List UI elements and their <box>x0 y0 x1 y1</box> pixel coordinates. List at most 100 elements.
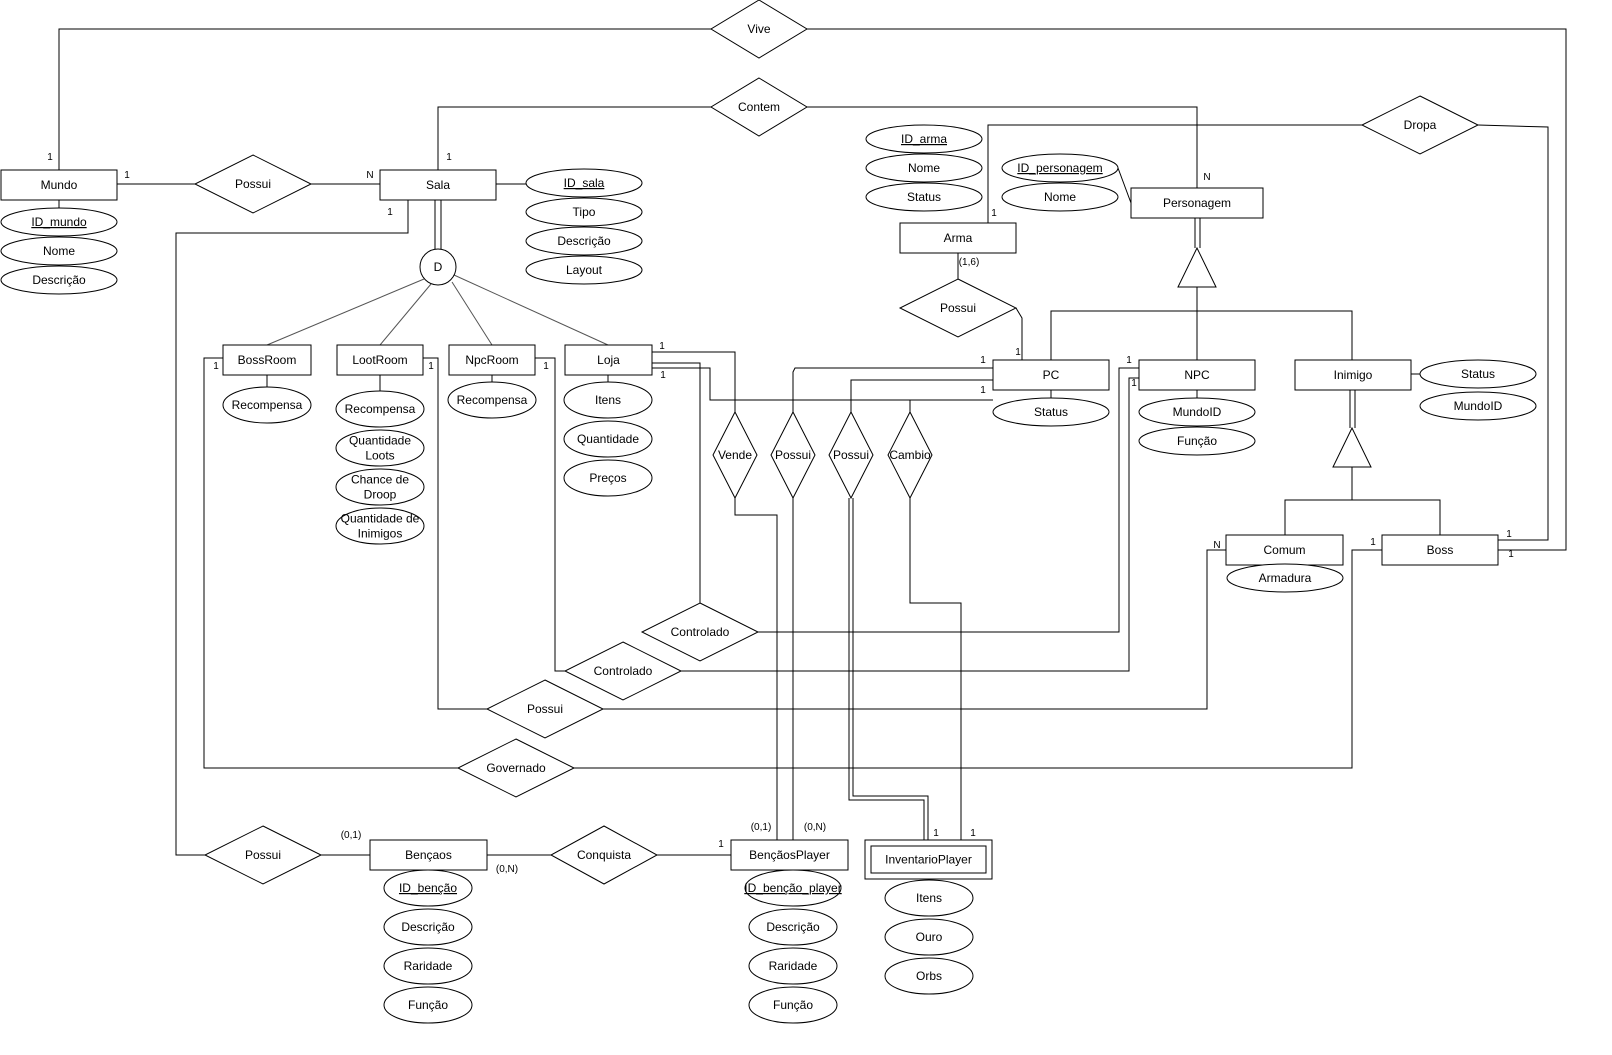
mundo-desc-attribute-label: Descrição <box>32 273 86 287</box>
bp-funcao-attribute-label: Função <box>773 998 813 1012</box>
sala-entity-box <box>379 169 497 201</box>
contem-relationship-label: Contem <box>738 100 780 114</box>
connector-line <box>792 367 993 412</box>
cardinality-label: 1 <box>446 152 452 163</box>
possui-mundo-sala-relationship-label: Possui <box>235 177 271 191</box>
arma-id-attribute <box>865 124 983 154</box>
arma-id-attribute-label: ID_arma <box>901 132 947 146</box>
possui-lootroom-comum-relationship-label: Possui <box>527 702 563 716</box>
pers-id-attribute-label: ID_personagem <box>1017 161 1102 175</box>
possui-pc-bencaos-relationship-label: Possui <box>775 448 811 462</box>
cardinality-label: 1 <box>1015 347 1021 358</box>
inv-itens-attribute-label: Itens <box>916 891 942 905</box>
controlado-npcroom-relationship <box>563 641 683 701</box>
comum-armadura-attribute-label: Armadura <box>1259 571 1312 585</box>
pc-status-attribute <box>992 397 1110 427</box>
connector-line <box>1477 124 1549 541</box>
inimigo-mundoid-attribute <box>1419 391 1537 421</box>
controlado-npcroom-relationship-label: Controlado <box>594 664 653 678</box>
lootroom-recompensa-attribute <box>335 390 425 428</box>
npcroom-entity-label: NpcRoom <box>465 353 518 367</box>
cardinality-label: 1 <box>980 355 986 366</box>
cardinality-label: 1 <box>428 361 434 372</box>
bencao-raridade-attribute-label: Raridade <box>404 959 453 973</box>
cardinality-label: 1 <box>991 208 997 219</box>
specialization-line <box>451 281 493 346</box>
possui-sala-bencaos-relationship-label: Possui <box>245 848 281 862</box>
arma-status-attribute <box>865 182 983 212</box>
sala-desc-attribute-label: Descrição <box>557 234 611 248</box>
cambio-relationship <box>887 410 933 500</box>
mundo-id-attribute-label: ID_mundo <box>31 215 87 229</box>
sala-layout-attribute-label: Layout <box>566 263 603 277</box>
controlado-loja-relationship-label: Controlado <box>671 625 730 639</box>
pers-nome-attribute-label: Nome <box>1044 190 1076 204</box>
npc-entity-label: NPC <box>1184 368 1210 382</box>
contem-relationship <box>710 77 808 137</box>
bencao-id-attribute <box>383 869 473 907</box>
vive-relationship <box>710 0 808 59</box>
connector-line <box>807 106 1198 188</box>
inimigo-status-attribute-label: Status <box>1461 367 1495 381</box>
double-connector-line <box>852 498 929 840</box>
connector-line <box>807 28 1567 551</box>
pc-entity-box <box>992 359 1110 391</box>
connector-line <box>1050 310 1353 360</box>
npc-entity-box <box>1138 359 1256 391</box>
connector-line <box>574 549 1382 769</box>
bossroom-recompensa-attribute <box>222 386 312 424</box>
inv-ouro-attribute-label: Ouro <box>916 930 943 944</box>
sala-tipo-attribute-label: Tipo <box>573 205 596 219</box>
cardinality-label: 1 <box>1131 378 1137 389</box>
bencao-funcao-attribute <box>383 986 473 1024</box>
comum-entity-box <box>1225 534 1344 566</box>
connector-line <box>734 498 778 840</box>
bencao-desc-attribute-label: Descrição <box>401 920 455 934</box>
mundo-desc-attribute <box>0 265 118 295</box>
bencaos-entity-label: Bençaos <box>405 848 452 862</box>
cardinality-label: (0,1) <box>751 822 772 833</box>
npcroom-entity-box <box>448 344 536 376</box>
inimigo-status-attribute <box>1419 359 1537 389</box>
connector-line <box>652 367 993 401</box>
connector-line <box>681 377 1139 672</box>
sala-id-attribute <box>525 168 643 198</box>
loja-quantidade-attribute-label: Quantidade <box>577 432 639 446</box>
cardinality-label: 1 <box>718 839 724 850</box>
cardinality-label: 1 <box>1126 355 1132 366</box>
arma-entity-box <box>899 222 1017 254</box>
vende-relationship-label: Vende <box>718 448 752 462</box>
bp-id-attribute <box>744 869 842 907</box>
lootroom-entity-label: LootRoom <box>352 353 407 367</box>
inv-orbs-attribute <box>884 957 974 995</box>
cardinality-label: 1 <box>47 152 53 163</box>
inimigo-entity-label: Inimigo <box>1334 368 1373 382</box>
cardinality-label: (1,6) <box>959 257 980 268</box>
lootroom-recompensa-attribute-label: Recompensa <box>345 402 416 416</box>
vive-relationship-label: Vive <box>747 22 770 36</box>
dropa-relationship-label: Dropa <box>1404 118 1437 132</box>
connector-line <box>710 399 911 412</box>
cardinality-label: 1 <box>1508 549 1514 560</box>
governado-relationship-label: Governado <box>486 761 546 775</box>
controlado-loja-relationship <box>640 602 760 662</box>
connector-line <box>535 357 565 672</box>
bossroom-entity-label: BossRoom <box>238 353 297 367</box>
connector-line <box>437 106 711 170</box>
loja-quantidade-attribute <box>563 420 653 458</box>
specialization-line <box>453 274 609 346</box>
sala-desc-attribute <box>525 226 643 256</box>
bencaos-entity-box <box>369 839 488 871</box>
vende-relationship <box>712 410 758 500</box>
bp-id-attribute-label: ID_benção_player <box>744 881 841 895</box>
cardinality-label: 1 <box>980 385 986 396</box>
connector-line <box>203 357 458 769</box>
specialization-line <box>379 283 432 346</box>
connector-line <box>652 362 701 603</box>
inv-orbs-attribute-label: Orbs <box>916 969 942 983</box>
comum-entity-label: Comum <box>1263 543 1305 557</box>
cardinality-label: 1 <box>543 361 549 372</box>
connector-line <box>1015 307 1023 360</box>
